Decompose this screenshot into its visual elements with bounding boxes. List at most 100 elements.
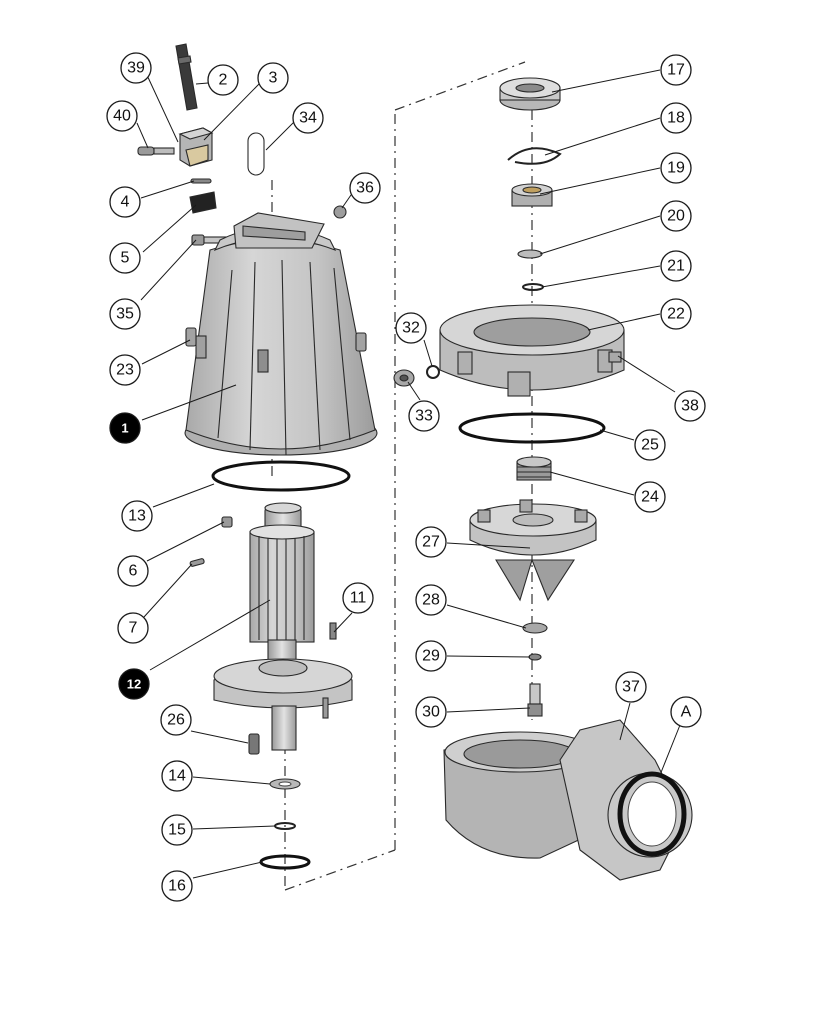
callout-11-label: 11 bbox=[350, 590, 367, 607]
part-23-bolts bbox=[185, 327, 367, 352]
part-27-impeller bbox=[469, 499, 597, 602]
callout-4-label: 4 bbox=[121, 194, 130, 211]
part-4-pin bbox=[190, 178, 212, 184]
part-38-nut bbox=[608, 351, 622, 363]
callout-30: 30 bbox=[415, 696, 447, 728]
callout-7-label: 7 bbox=[129, 620, 138, 637]
part-1-motor-housing bbox=[184, 212, 378, 456]
callout-27-label: 27 bbox=[422, 534, 440, 551]
part-13-o-ring bbox=[211, 460, 351, 492]
callout-21-label: 21 bbox=[667, 258, 685, 275]
callout-36-label: 36 bbox=[356, 180, 374, 197]
callout-14-label: 14 bbox=[168, 768, 186, 785]
callout-24-label: 24 bbox=[641, 489, 659, 506]
callout-6: 6 bbox=[117, 555, 149, 587]
callout-33-label: 33 bbox=[415, 408, 433, 425]
part-19-bearing bbox=[511, 183, 553, 207]
part-25-o-ring bbox=[458, 412, 606, 444]
callout-32: 32 bbox=[395, 312, 427, 344]
callout-22-label: 22 bbox=[667, 306, 685, 323]
callout-15: 15 bbox=[161, 814, 193, 846]
callout-19-label: 19 bbox=[667, 160, 685, 177]
part-26-key bbox=[248, 733, 260, 755]
callout-18: 18 bbox=[660, 102, 692, 134]
callout-1: 1 bbox=[109, 412, 141, 444]
callout-40: 40 bbox=[106, 100, 138, 132]
callout-17: 17 bbox=[660, 54, 692, 86]
callout-29: 29 bbox=[415, 640, 447, 672]
callout-12-label: 12 bbox=[127, 677, 141, 692]
callout-38-label: 38 bbox=[681, 398, 699, 415]
callout-16: 16 bbox=[161, 870, 193, 902]
part-A-wear-ring bbox=[617, 771, 687, 857]
callout-24: 24 bbox=[634, 481, 666, 513]
part-11-key bbox=[329, 622, 337, 640]
callout-23: 23 bbox=[109, 354, 141, 386]
callout-21: 21 bbox=[660, 250, 692, 282]
part-2-rod bbox=[175, 43, 198, 111]
callout-6-label: 6 bbox=[129, 563, 138, 580]
callout-38: 38 bbox=[674, 390, 706, 422]
callout-17-label: 17 bbox=[667, 62, 685, 79]
part-22-bearing-bracket bbox=[439, 304, 625, 397]
callout-30-label: 30 bbox=[422, 704, 440, 721]
callout-33: 33 bbox=[408, 400, 440, 432]
part-36-nut bbox=[333, 205, 347, 219]
callout-3: 3 bbox=[257, 62, 289, 94]
part-12-rotor bbox=[213, 502, 353, 751]
part-35-bolt bbox=[191, 234, 231, 246]
callout-19: 19 bbox=[660, 152, 692, 184]
callout-5-label: 5 bbox=[121, 250, 130, 267]
callout-32-label: 32 bbox=[402, 320, 420, 337]
callout-40-label: 40 bbox=[113, 108, 131, 125]
callout-35-label: 35 bbox=[116, 306, 134, 323]
part-21-ring bbox=[522, 283, 544, 291]
callout-37-label: 37 bbox=[622, 679, 640, 696]
part-3-clamp-block bbox=[178, 127, 214, 167]
callout-27: 27 bbox=[415, 526, 447, 558]
callout-12: 12 bbox=[118, 668, 150, 700]
callout-20-label: 20 bbox=[667, 208, 685, 225]
callout-11: 11 bbox=[342, 582, 374, 614]
callout-22: 22 bbox=[660, 298, 692, 330]
part-24-mechanical-seal bbox=[516, 456, 552, 481]
callout-37: 37 bbox=[615, 671, 647, 703]
callouts: 39 2 3 40 34 4 36 5 35 23 1 13 6 7 11 12… bbox=[106, 52, 706, 902]
part-40-screw bbox=[137, 146, 175, 156]
part-14-washer bbox=[269, 778, 301, 790]
callout-25-label: 25 bbox=[641, 437, 659, 454]
callout-14: 14 bbox=[161, 760, 193, 792]
callout-28-label: 28 bbox=[422, 592, 440, 609]
callout-15-label: 15 bbox=[168, 822, 186, 839]
part-28-nut bbox=[522, 622, 548, 634]
callout-29-label: 29 bbox=[422, 648, 440, 665]
part-29-washer bbox=[528, 653, 542, 661]
callout-39: 39 bbox=[120, 52, 152, 84]
callout-3-label: 3 bbox=[269, 70, 278, 87]
callout-39-label: 39 bbox=[127, 60, 145, 77]
callout-36: 36 bbox=[349, 172, 381, 204]
callout-28: 28 bbox=[415, 584, 447, 616]
callout-26: 26 bbox=[160, 704, 192, 736]
callout-5: 5 bbox=[109, 242, 141, 274]
callout-13: 13 bbox=[121, 500, 153, 532]
part-7-pin bbox=[189, 558, 205, 567]
callout-20: 20 bbox=[660, 200, 692, 232]
callout-2-label: 2 bbox=[219, 72, 228, 89]
callout-18-label: 18 bbox=[667, 110, 685, 127]
part-17-seal-housing bbox=[499, 77, 561, 111]
callout-A: A bbox=[670, 696, 702, 728]
callout-26-label: 26 bbox=[167, 712, 185, 729]
part-34-link bbox=[247, 132, 265, 176]
part-32-ring bbox=[426, 365, 440, 379]
callout-16-label: 16 bbox=[168, 878, 186, 895]
callout-35: 35 bbox=[109, 298, 141, 330]
callout-A-label: A bbox=[681, 704, 692, 721]
part-20-washer bbox=[517, 249, 543, 259]
callout-2: 2 bbox=[207, 64, 239, 96]
part-30-screw bbox=[527, 683, 543, 717]
callout-34: 34 bbox=[292, 102, 324, 134]
callout-13-label: 13 bbox=[128, 508, 146, 525]
callout-34-label: 34 bbox=[299, 110, 317, 127]
